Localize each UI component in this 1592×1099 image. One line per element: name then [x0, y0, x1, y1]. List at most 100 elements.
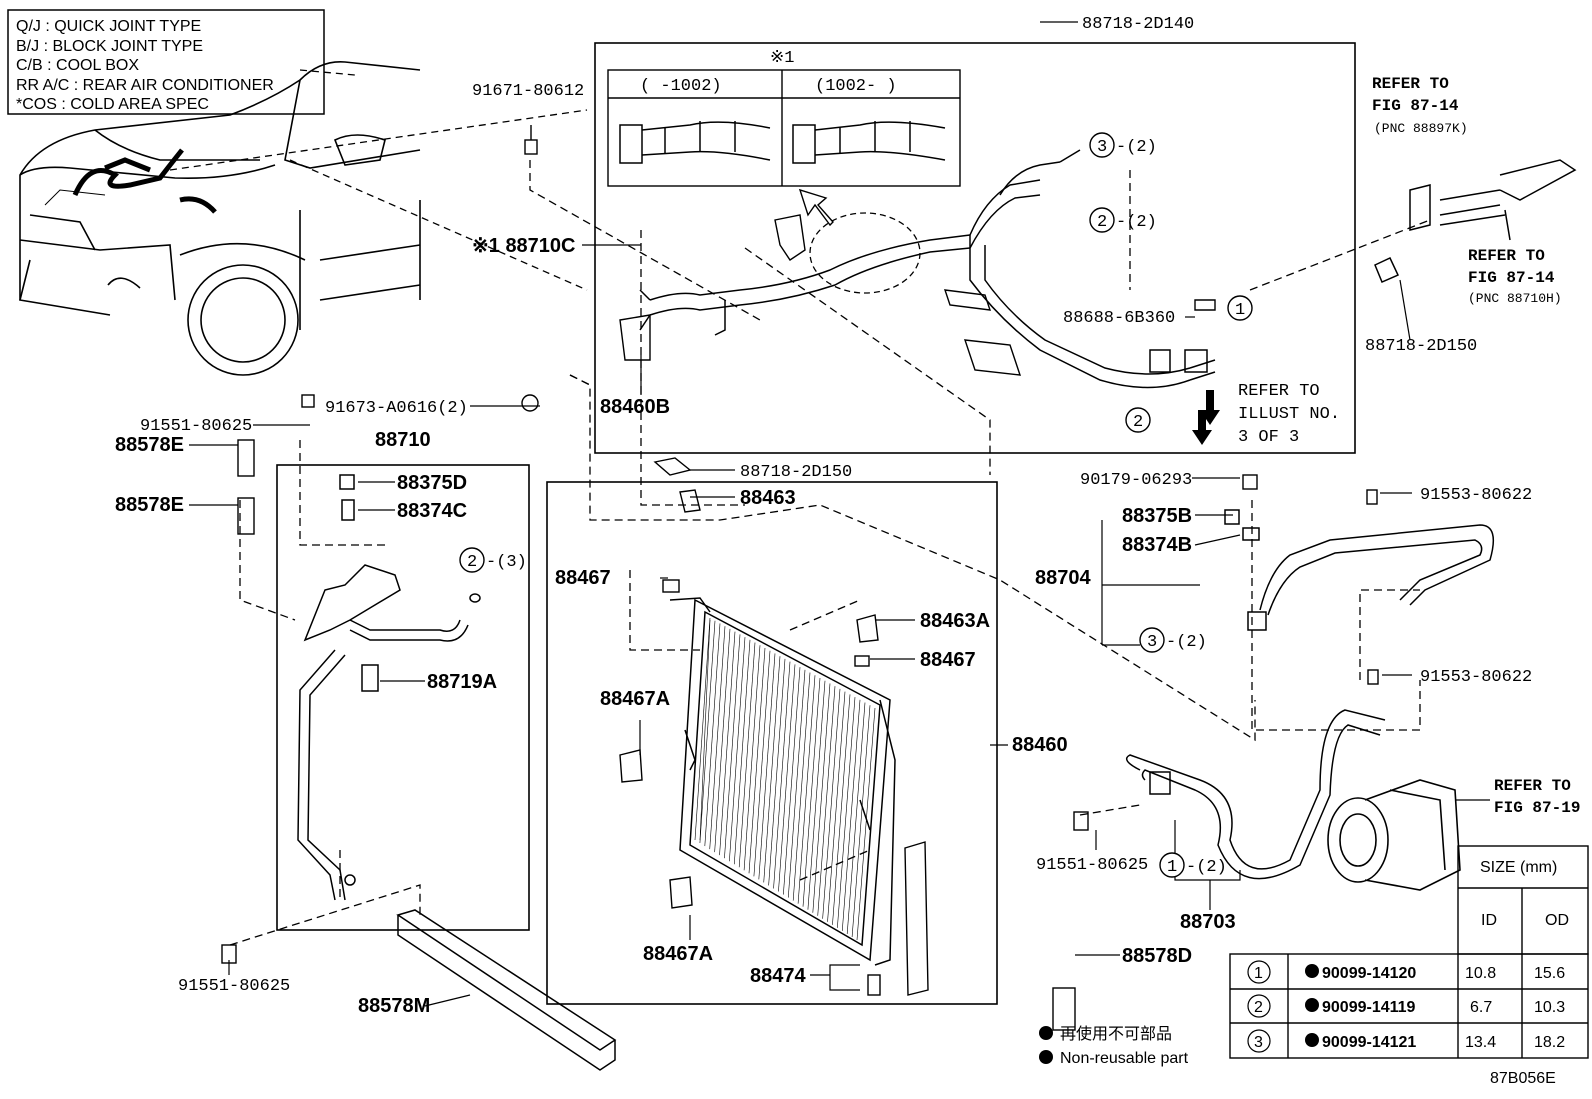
part-88467A-a[interactable]: 88467A: [600, 688, 670, 710]
compressor-sketch: [1327, 779, 1461, 891]
condenser-fin: [729, 637, 746, 862]
part-88460B[interactable]: 88460B: [600, 396, 670, 418]
condenser-fin: [748, 647, 766, 874]
engine-bay-lines: [72, 148, 217, 214]
refer-fig-b-pnc: (PNC 88710H): [1468, 291, 1562, 306]
part-88467A-b[interactable]: 88467A: [643, 943, 713, 965]
condenser-fin: [812, 683, 831, 913]
oring-qty: -(2): [1116, 138, 1157, 157]
part-88463A[interactable]: 88463A: [920, 610, 990, 632]
part-88578M[interactable]: 88578M: [358, 995, 430, 1017]
size-table-row-markers: [1247, 960, 1271, 1053]
part-88467-b[interactable]: 88467: [920, 649, 976, 671]
note1-mark: ※1: [770, 49, 794, 68]
part-88474[interactable]: 88474: [750, 965, 806, 987]
condenser-fin: [709, 626, 726, 850]
table-row-ref: 1: [1254, 965, 1263, 982]
condenser-fin: [807, 680, 826, 910]
part-88375B[interactable]: 88375B: [1122, 505, 1192, 527]
refer-illust-line[interactable]: ILLUST NO.: [1238, 405, 1340, 424]
condenser-fin: [763, 656, 781, 883]
condenser-fin: [778, 664, 796, 892]
note1-after-label: (1002- ): [815, 77, 897, 96]
note1-detail-before: [619, 121, 771, 164]
part-88374B[interactable]: 88374B: [1122, 534, 1192, 556]
condenser-core: [694, 617, 876, 941]
table-row-id: 13.4: [1465, 1034, 1496, 1051]
condenser-fin: [733, 639, 751, 865]
part-88688-6B360[interactable]: 88688-6B360: [1063, 309, 1175, 328]
part-88578E-1[interactable]: 88578E: [115, 434, 184, 456]
refer-fig-b-line[interactable]: FIG 87-14: [1468, 269, 1555, 287]
part-90179-06293[interactable]: 90179-06293: [1080, 471, 1192, 490]
condenser-fin: [827, 691, 846, 922]
part-91673-A0616[interactable]: 91673-A0616(2): [325, 399, 468, 418]
table-row-od: 10.3: [1534, 999, 1565, 1016]
non-reusable-dots: [1039, 964, 1319, 1064]
part-88578D[interactable]: 88578D: [1122, 945, 1192, 967]
part-88719A[interactable]: 88719A: [427, 671, 497, 693]
refer-fig-c-line[interactable]: REFER TO: [1494, 777, 1571, 795]
refer-illust-line[interactable]: 3 OF 3: [1238, 428, 1299, 447]
oring-qty: -(2): [1116, 213, 1157, 232]
table-row-id: 10.8: [1465, 965, 1496, 982]
part-88704[interactable]: 88704: [1035, 567, 1091, 589]
condenser-fin: [753, 650, 771, 877]
condenser-fin: [822, 688, 841, 919]
condenser-fin: [841, 699, 861, 931]
condenser-fin: [768, 658, 786, 886]
table-row-od: 18.2: [1534, 1034, 1565, 1051]
table-row-part[interactable]: 90099-14121: [1322, 1034, 1416, 1051]
condenser-fin: [743, 645, 761, 871]
condenser-fin: [832, 694, 851, 925]
condenser-fin: [851, 705, 871, 937]
figure-code: 87B056E: [1490, 1070, 1556, 1087]
dashed-leaders: [229, 160, 1431, 946]
part-88463[interactable]: 88463: [740, 487, 796, 509]
refer-fig-a-line[interactable]: FIG 87-14: [1372, 97, 1459, 115]
table-row-part[interactable]: 90099-14119: [1322, 999, 1416, 1016]
seal-88578M: [396, 909, 617, 1071]
part-91553-80622-a[interactable]: 91553-80622: [1420, 486, 1532, 505]
refer-fig-c-line[interactable]: FIG 87-19: [1494, 799, 1580, 817]
part-91671-80612[interactable]: 91671-80612: [472, 82, 584, 101]
detail-arrow-icon: [798, 188, 834, 227]
condenser-fin: [738, 642, 756, 868]
table-row-part[interactable]: 90099-14120: [1322, 965, 1416, 982]
vehicle-sketch: [19, 61, 421, 376]
part-88460[interactable]: 88460: [1012, 734, 1068, 756]
part-91551-80625-a[interactable]: 91551-80625: [140, 417, 252, 436]
part-88578E-2[interactable]: 88578E: [115, 494, 184, 516]
part-91553-80622-b[interactable]: 91553-80622: [1420, 668, 1532, 687]
table-row-id: 6.7: [1470, 999, 1492, 1016]
part-88375D[interactable]: 88375D: [397, 472, 467, 494]
hose-88703-sketch: [1125, 709, 1386, 880]
top-assembly-frame: [594, 42, 1356, 454]
oring-ref-2: 2: [467, 553, 477, 572]
part-88718-2D140[interactable]: 88718-2D140: [1082, 15, 1194, 34]
oring-ref-2: 2: [1133, 413, 1143, 432]
refer-fig-b-line[interactable]: REFER TO: [1468, 247, 1545, 265]
part-88374C[interactable]: 88374C: [397, 500, 467, 522]
part-88703[interactable]: 88703: [1180, 911, 1236, 933]
part-88718-2D150-b[interactable]: 88718-2D150: [1365, 337, 1477, 356]
part-88467-a[interactable]: 88467: [555, 567, 611, 589]
part-88710[interactable]: 88710: [375, 429, 431, 451]
refer-illust-line[interactable]: REFER TO: [1238, 382, 1320, 401]
down-arrows: [1192, 390, 1220, 445]
part-88710C[interactable]: ※1 88710C: [472, 235, 576, 257]
note-en: Non-reusable part: [1060, 1050, 1189, 1067]
legend-line: B/J : BLOCK JOINT TYPE: [16, 38, 203, 55]
condenser-fin: [704, 623, 721, 847]
refer-fig-a-line[interactable]: REFER TO: [1372, 75, 1449, 93]
part-91551-80625-b[interactable]: 91551-80625: [178, 977, 290, 996]
part-88718-2D150-a[interactable]: 88718-2D150: [740, 463, 852, 482]
part-91551-80625-c[interactable]: 91551-80625: [1036, 856, 1148, 875]
condenser-fin: [773, 661, 791, 889]
table-row-ref: 3: [1254, 1034, 1263, 1051]
pipe-88704-sketch: [1224, 509, 1495, 631]
oring-qty: -(2): [1186, 858, 1227, 877]
legend-box: Q/J : QUICK JOINT TYPE B/J : BLOCK JOINT…: [7, 9, 325, 115]
condenser-fin: [699, 620, 716, 844]
